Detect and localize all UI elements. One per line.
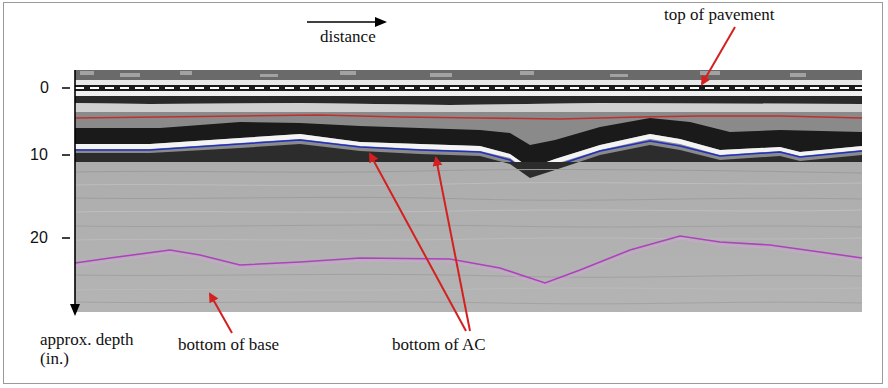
callout-label: bottom of AC [392, 336, 486, 355]
callout-label: top of pavement [664, 6, 774, 25]
axis-title: approx. depth (in.) [40, 331, 160, 368]
axis-title: distance [320, 28, 376, 47]
tick-label: 10 [30, 146, 48, 164]
tick-label: 0 [40, 79, 49, 97]
callout-label: bottom of base [178, 336, 279, 355]
tick-label: 20 [30, 229, 48, 247]
